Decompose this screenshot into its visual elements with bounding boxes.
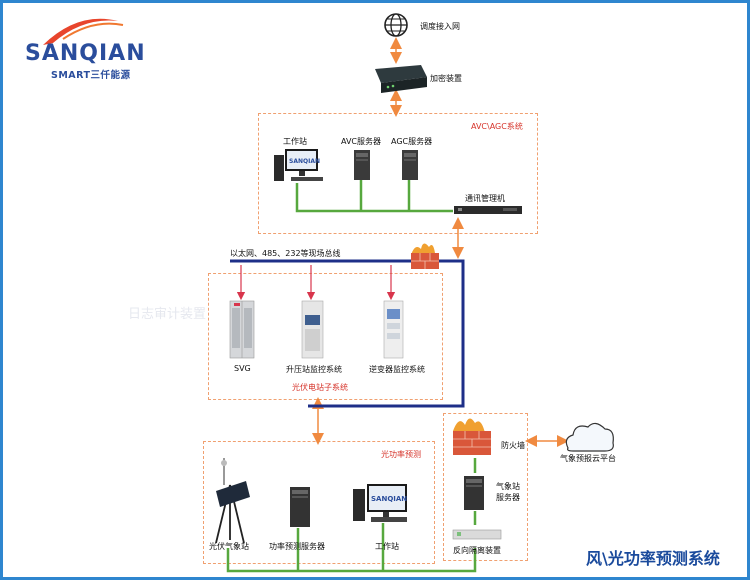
cloud-icon (565, 422, 614, 452)
label-group-forecast: 光功率预测 (381, 450, 421, 459)
logo-swoosh-icon (43, 18, 124, 45)
svg-cabinet-icon (229, 300, 255, 359)
inverter-cabinet-icon (383, 300, 404, 359)
label-internet: 调度接入网 (420, 22, 460, 31)
label-encrypt: 加密装置 (430, 74, 462, 83)
svg-text:SANQIAN: SANQIAN (371, 495, 407, 503)
avc-server-icon (354, 150, 370, 180)
label-svg: SVG (234, 364, 251, 373)
logo-wordmark: SANQIAN (25, 41, 146, 66)
group-firewall-weather (443, 413, 528, 561)
pv-weather-station-icon (215, 458, 250, 544)
label-inverter: 逆变器监控系统 (369, 365, 425, 374)
firewall-right-icon (453, 418, 491, 455)
label-group-agc: AVC\AGC系统 (471, 122, 523, 131)
weather-server-icon (464, 476, 484, 510)
diagram-canvas: SANQIAN SMART三仟能源 日志审计装置 (3, 3, 747, 577)
label-isolation: 反向隔离装置 (453, 546, 501, 555)
logo-tagline: SMART三仟能源 (51, 70, 131, 81)
watermark-text: 日志审计装置 (128, 307, 207, 322)
label-workstation-top: 工作站 (283, 137, 307, 146)
comm-manager-icon (454, 206, 522, 214)
label-group-pv: 光伏电站子系统 (292, 383, 348, 392)
label-booster: 升压站监控系统 (286, 365, 342, 374)
booster-cabinet-icon (301, 300, 324, 359)
isolation-device-icon (452, 529, 502, 540)
encryption-device-icon (375, 65, 427, 93)
label-firewall: 防火墙 (501, 441, 525, 450)
label-agc-server: AGC服务器 (391, 137, 433, 146)
label-comm-manager: 通讯管理机 (465, 194, 505, 203)
firewall-top-icon (411, 243, 439, 269)
agc-server-icon (402, 150, 418, 180)
label-avc-server: AVC服务器 (341, 137, 382, 146)
svg-text:SANQIAN: SANQIAN (289, 158, 320, 165)
diagram-title: 风\光功率预测系统 (586, 549, 720, 568)
globe-icon (384, 13, 408, 37)
label-weather-server: 气象站 服务器 (496, 482, 520, 502)
label-pv-weather: 光伏气象站 (209, 542, 249, 551)
workstation-top-icon: SANQIAN (274, 149, 323, 181)
forecast-server-icon (290, 487, 310, 527)
workstation-bottom-icon: SANQIAN (353, 484, 407, 522)
label-cloud: 气象预报云平台 (560, 454, 616, 463)
label-workstation-bottom: 工作站 (375, 542, 399, 551)
label-field-bus: 以太网、485、232等现场总线 (230, 249, 341, 258)
label-forecast-server: 功率预测服务器 (269, 542, 325, 551)
group-pv-substation (208, 273, 443, 400)
connection-layer: SANQIAN (215, 13, 614, 573)
